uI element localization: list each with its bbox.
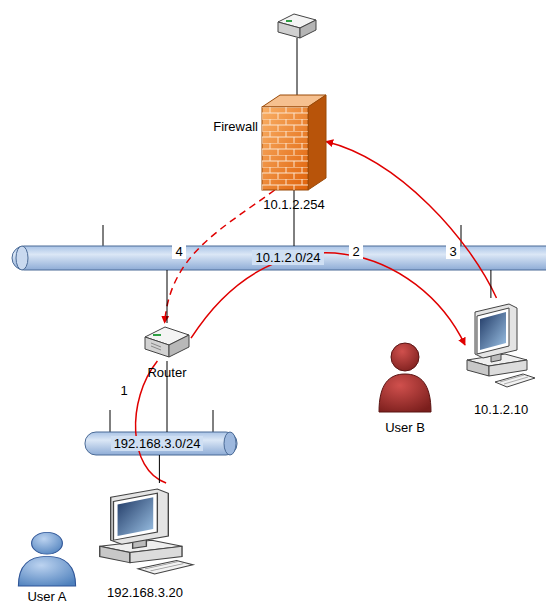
node-label: User A [27,589,66,604]
network-band: 10.1.2.0/24 [12,246,546,270]
router-icon-part [169,335,189,357]
traffic-arrow [191,253,465,345]
computer-icon [97,483,193,579]
computer-node: 192.168.3.20 [97,483,193,579]
computer-icon-part [138,561,193,574]
callout-number: 1 [117,383,130,398]
router-icon [143,323,191,361]
user-figure-part [379,374,431,412]
node-label: Firewall [213,119,258,134]
computer-icon-part [118,497,154,536]
network-link [159,455,160,483]
computer-icon-part [475,304,517,358]
computer-icon-part [467,360,489,376]
node-label: 10.1.2.10 [474,402,528,417]
router-icon-part [153,334,161,336]
node-label: 192.168.3.20 [107,585,183,600]
firewall-icon-part [262,107,308,190]
user-figure-part [32,532,63,554]
band-tick [213,410,214,432]
user-figure-part [18,556,75,586]
firewall-node: Firewall10.1.2.254 [262,93,326,190]
band-tick [103,225,104,246]
network-label: 192.168.3.0/24 [111,436,204,451]
firewall-icon-part [308,95,326,190]
firewall-icon-part [262,107,308,190]
user-figure [14,530,80,586]
router-icon-part [151,343,161,350]
router-node: Router [143,323,191,361]
user-figure-part [391,343,419,371]
computer-icon [465,298,535,392]
modem-led [286,20,292,22]
network-link [167,270,168,323]
router-icon-part [145,337,169,357]
computer-icon-part [495,374,535,387]
network-pipe [12,246,546,270]
pipe-end [224,432,236,455]
firewall-icon [262,93,326,190]
network-band: 192.168.3.0/24 [85,432,237,455]
computer-icon-part [489,360,527,376]
band-tick [110,410,111,432]
computer-icon-part [477,308,509,354]
computer-icon-part [111,489,169,544]
network-link [490,270,491,298]
modem-icon [278,14,316,38]
callout-number: 3 [446,244,459,259]
node-label: User B [385,420,425,435]
traffic-arrow [326,142,497,299]
user-node: User B [375,340,435,412]
computer-node: 10.1.2.10 [465,298,535,392]
user-node: User A [14,530,80,586]
callout-number: 4 [172,244,185,259]
modem-front [278,22,300,38]
pipe-end [16,246,28,270]
computer-icon-part [500,375,528,384]
network-label: 10.1.2.0/24 [252,250,323,265]
uplink-wire [297,38,298,95]
network-pipe [85,432,237,455]
computer-icon-part [480,312,506,350]
band-tick [461,225,462,246]
callout-number: 2 [349,244,362,259]
computer-icon-part [130,546,182,562]
computer-icon-part [113,493,157,540]
user-figure [375,340,435,412]
node-label: 10.1.2.254 [263,197,324,212]
computer-icon-part [100,546,130,562]
modem-side [300,20,316,38]
node-label: Router [147,365,186,380]
computer-icon-part [145,562,183,571]
